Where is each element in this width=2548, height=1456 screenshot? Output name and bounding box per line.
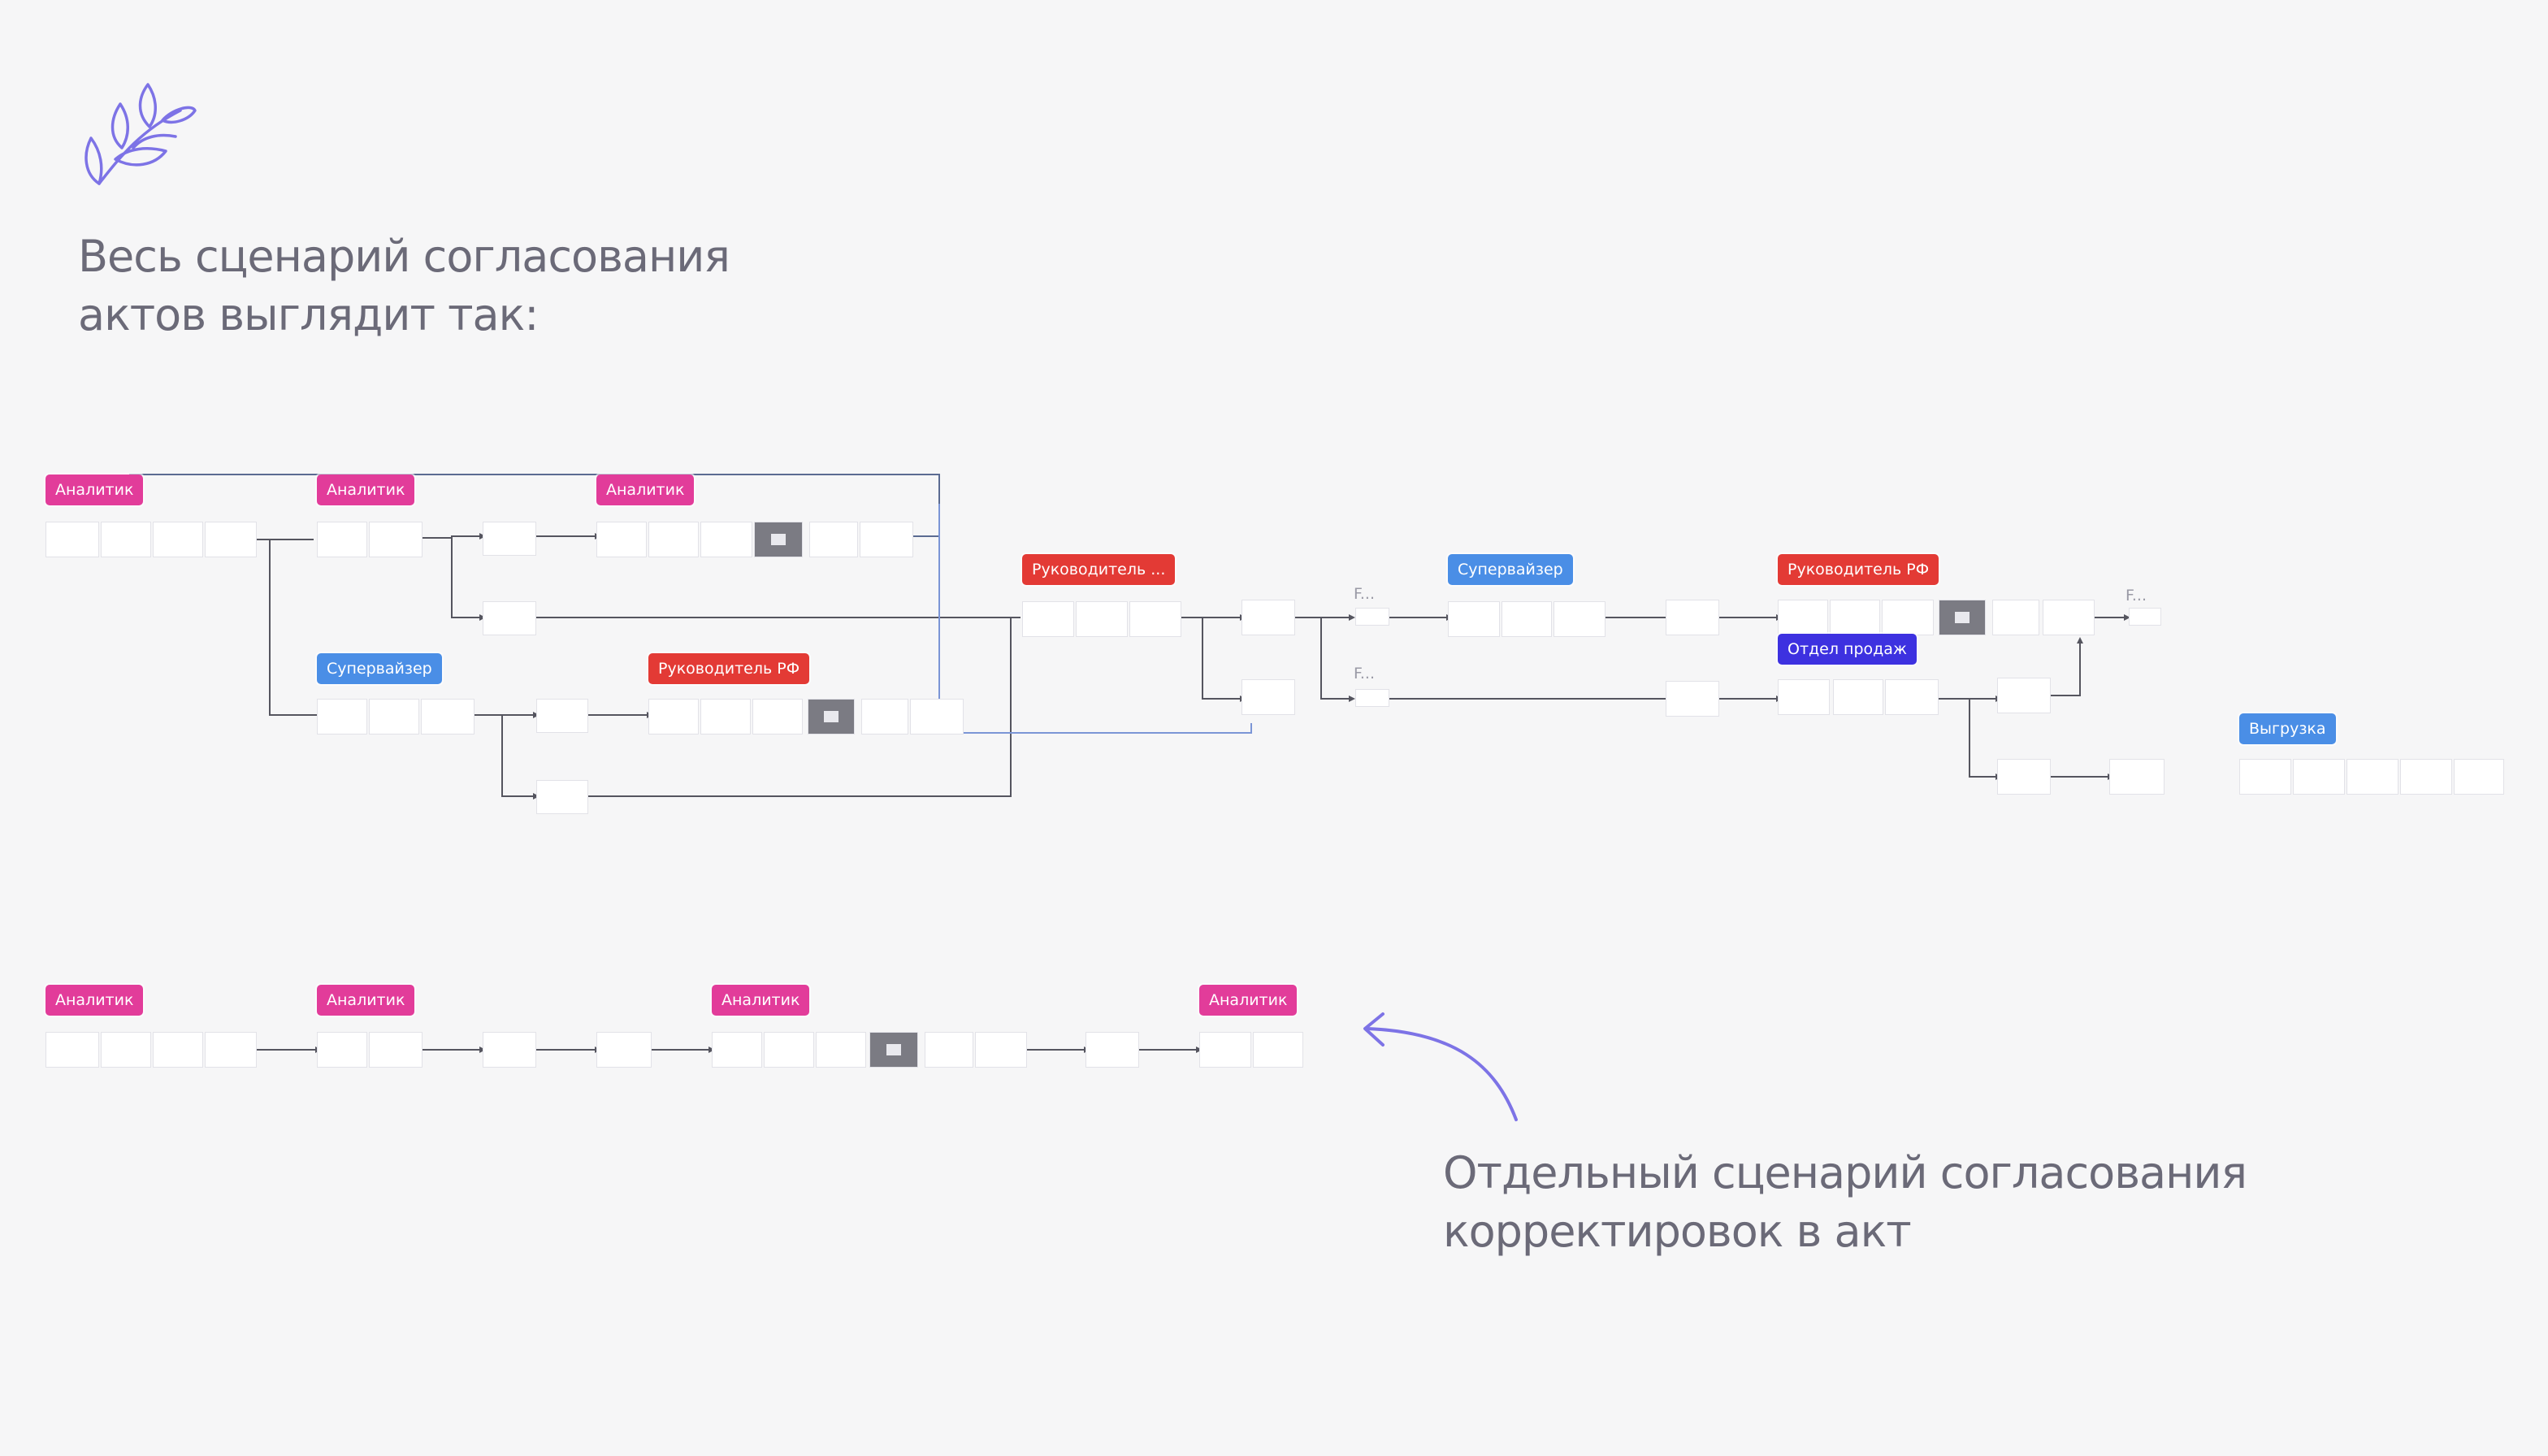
- screen-thumbnail[interactable]: [869, 1032, 918, 1068]
- role-tag-analyst[interactable]: Аналитик: [46, 985, 143, 1016]
- role-tag-analyst[interactable]: Аналитик: [712, 985, 809, 1016]
- screen-thumbnail[interactable]: [46, 1032, 99, 1068]
- screen-thumbnail[interactable]: [483, 1032, 536, 1068]
- screen-thumbnail[interactable]: [101, 1032, 151, 1068]
- role-tag-analyst[interactable]: Аналитик: [317, 985, 414, 1016]
- role-tag-analyst[interactable]: Аналитик: [1199, 985, 1297, 1016]
- screen-thumbnail[interactable]: [816, 1032, 866, 1068]
- screen-thumbnail[interactable]: [1199, 1032, 1251, 1068]
- caption-line-2: корректировок в акт: [1443, 1202, 2247, 1261]
- screen-thumbnail[interactable]: [205, 1032, 257, 1068]
- section-caption: Отдельный сценарий согласования корректи…: [1443, 1144, 2247, 1261]
- screen-thumbnail[interactable]: [317, 1032, 367, 1068]
- screen-thumbnail[interactable]: [764, 1032, 814, 1068]
- screen-thumbnail[interactable]: [153, 1032, 203, 1068]
- screen-thumbnail[interactable]: [369, 1032, 422, 1068]
- screen-thumbnail[interactable]: [925, 1032, 973, 1068]
- screen-thumbnail[interactable]: [975, 1032, 1027, 1068]
- screen-thumbnail[interactable]: [1086, 1032, 1139, 1068]
- caption-line-1: Отдельный сценарий согласования: [1443, 1144, 2247, 1202]
- screen-thumbnail[interactable]: [712, 1032, 762, 1068]
- screen-thumbnail[interactable]: [1253, 1032, 1303, 1068]
- screen-thumbnail[interactable]: [596, 1032, 652, 1068]
